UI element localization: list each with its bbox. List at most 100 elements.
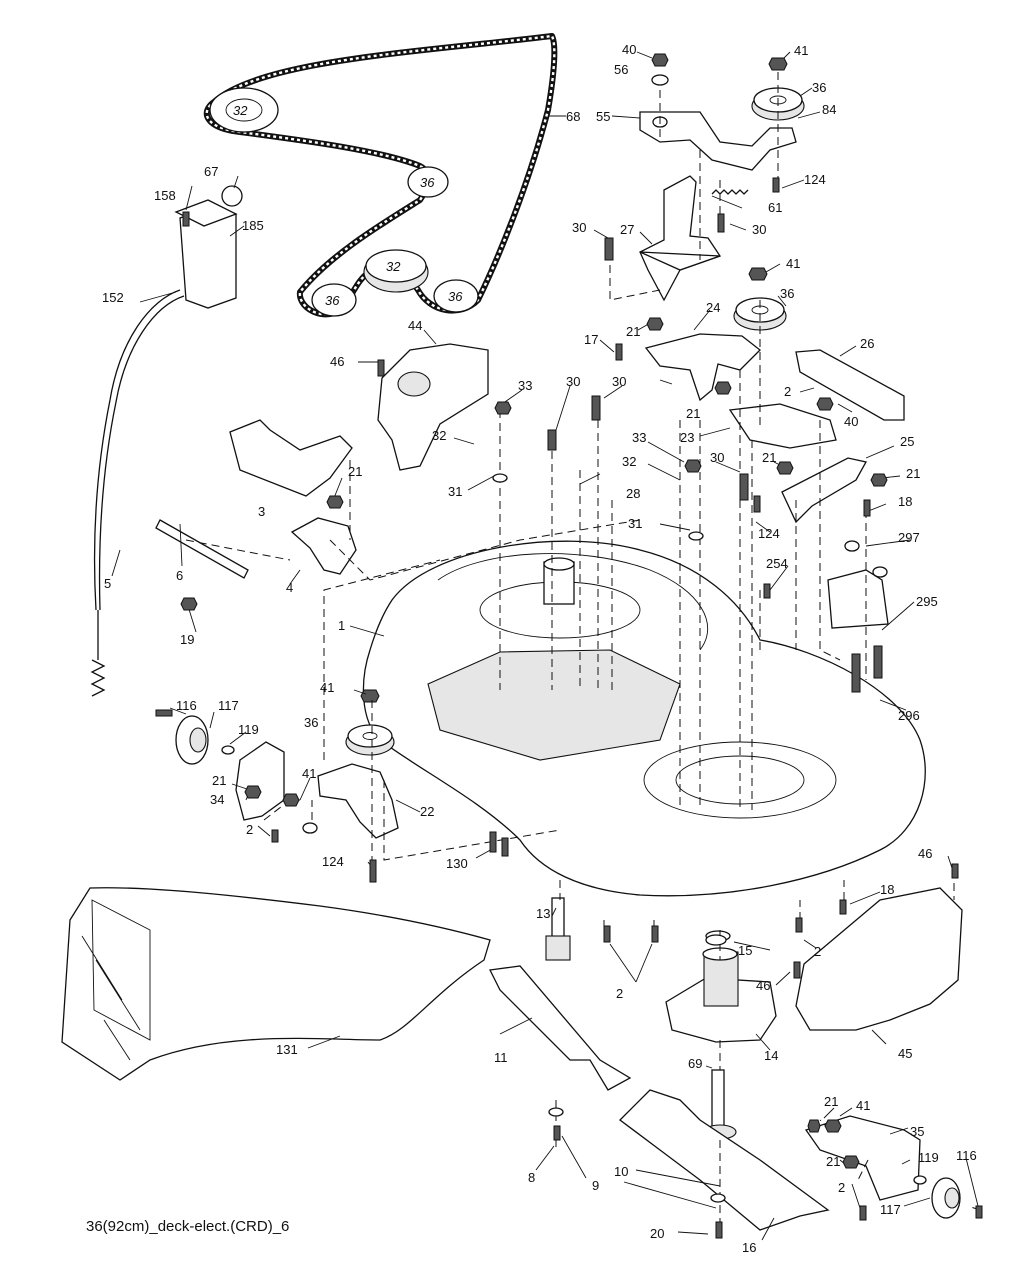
cable-152 — [90, 289, 185, 697]
bracket-3 — [229, 419, 353, 497]
discharge-chute-131 — [61, 887, 491, 1081]
part-callout-56: 36 — [304, 715, 318, 730]
part-callout-80: 35 — [910, 1124, 924, 1139]
part-callout-39: 30 — [710, 450, 724, 465]
part-callout-68: 13 — [536, 906, 550, 921]
wheel-bracket-34 — [235, 741, 285, 821]
part-callout-20: 17 — [584, 332, 598, 347]
part-callout-53: 41 — [320, 680, 334, 695]
pulley-mark-4: 36 — [448, 289, 463, 304]
bracket-26 — [795, 349, 905, 421]
part-callout-81: 8 — [528, 1170, 535, 1185]
part-callout-9: 158 — [154, 188, 176, 203]
chute-deflector-44 — [377, 343, 489, 471]
pulley-mark-3: 36 — [325, 293, 340, 308]
part-callout-31: 23 — [680, 430, 694, 445]
part-callout-48: 297 — [898, 530, 920, 545]
hardware — [155, 177, 983, 1239]
part-callout-58: 21 — [212, 773, 226, 788]
part-callout-65: 130 — [446, 856, 468, 871]
part-callout-72: 2 — [616, 986, 623, 1001]
part-callout-86: 116 — [956, 1148, 977, 1163]
belt-pulley-right-36: 36 — [433, 279, 479, 313]
bracket-4 — [290, 517, 357, 575]
pulley-mark-0: 32 — [233, 103, 248, 118]
skid-295 — [827, 569, 889, 629]
lever-bracket-185 — [174, 185, 243, 309]
spindle-housing-14 — [665, 930, 777, 1043]
part-callout-21: 21 — [626, 324, 640, 339]
part-callout-6: 55 — [596, 109, 610, 124]
part-callout-42: 18 — [898, 494, 912, 509]
part-callout-74: 14 — [764, 1048, 778, 1063]
part-callout-15: 41 — [786, 256, 800, 271]
part-callout-82: 10 — [614, 1164, 628, 1179]
part-callout-75: 45 — [898, 1046, 912, 1061]
part-callout-46: 4 — [286, 580, 293, 595]
part-callout-19: 46 — [330, 354, 344, 369]
part-callout-43: 124 — [758, 526, 780, 541]
part-callout-3: 36 — [812, 80, 826, 95]
part-callout-17: 36 — [780, 286, 794, 301]
part-callout-23: 26 — [860, 336, 874, 351]
part-callout-85: 119 — [918, 1150, 939, 1165]
part-callout-38: 33 — [632, 430, 646, 445]
wheel-bracket-35 — [804, 1115, 921, 1201]
blade-16 — [619, 1089, 830, 1231]
part-callout-7: 124 — [804, 172, 826, 187]
part-callout-41: 32 — [622, 454, 636, 469]
plate-23 — [728, 403, 837, 449]
bracket-22 — [317, 763, 399, 839]
part-callout-70: 2 — [814, 944, 821, 959]
part-callout-47: 31 — [628, 516, 642, 531]
part-callout-84: 21 — [826, 1154, 840, 1169]
part-callout-67: 18 — [880, 882, 894, 897]
part-callout-8: 67 — [204, 164, 218, 179]
pulley-mark-1: 36 — [420, 175, 435, 190]
part-callout-52: 1 — [338, 618, 345, 633]
part-callout-24: 30 — [566, 374, 580, 389]
part-callout-87: 2 — [838, 1180, 845, 1195]
part-callout-83: 9 — [592, 1178, 599, 1193]
bracket-27 — [639, 175, 722, 302]
part-callout-62: 2 — [246, 822, 253, 837]
part-callout-13: 27 — [620, 222, 634, 237]
spring-61 — [711, 189, 749, 195]
part-callout-14: 30 — [752, 222, 766, 237]
part-callout-29: 21 — [686, 406, 700, 421]
part-callout-54: 116 — [176, 698, 197, 713]
part-callout-10: 185 — [242, 218, 264, 233]
part-callout-44: 5 — [104, 576, 111, 591]
part-callout-89: 20 — [650, 1226, 664, 1241]
gauge-wheel-117-right — [931, 1177, 961, 1219]
part-callout-88: 117 — [880, 1202, 901, 1217]
pulley-mark-2: 32 — [386, 259, 401, 274]
part-callout-66: 46 — [918, 846, 932, 861]
chute-guard-45 — [795, 887, 963, 1031]
part-callout-33: 21 — [762, 450, 776, 465]
link-6 — [155, 519, 249, 579]
gauge-wheel-117-left — [175, 715, 209, 765]
part-callout-50: 254 — [766, 556, 788, 571]
part-callout-28: 32 — [432, 428, 446, 443]
part-callout-73: 131 — [276, 1042, 298, 1057]
part-callout-26: 33 — [518, 378, 532, 393]
part-callout-22: 24 — [706, 300, 720, 315]
belt-idler-36-upper: 36 — [407, 166, 449, 198]
part-callout-57: 119 — [238, 722, 259, 737]
part-callout-61: 22 — [420, 804, 434, 819]
part-callout-40: 21 — [348, 464, 362, 479]
part-callout-69: 15 — [738, 943, 752, 958]
part-callout-5: 68 — [566, 109, 580, 124]
part-callout-63: 296 — [898, 708, 920, 723]
part-callout-59: 41 — [302, 766, 316, 781]
part-callout-76: 11 — [494, 1050, 508, 1065]
part-callout-11: 61 — [768, 200, 782, 215]
part-callout-51: 295 — [916, 594, 938, 609]
belt-pulley-left-36: 36 — [311, 283, 357, 317]
part-callout-90: 16 — [742, 1240, 756, 1255]
part-callout-18: 44 — [408, 318, 422, 333]
part-callout-49: 19 — [180, 632, 194, 647]
